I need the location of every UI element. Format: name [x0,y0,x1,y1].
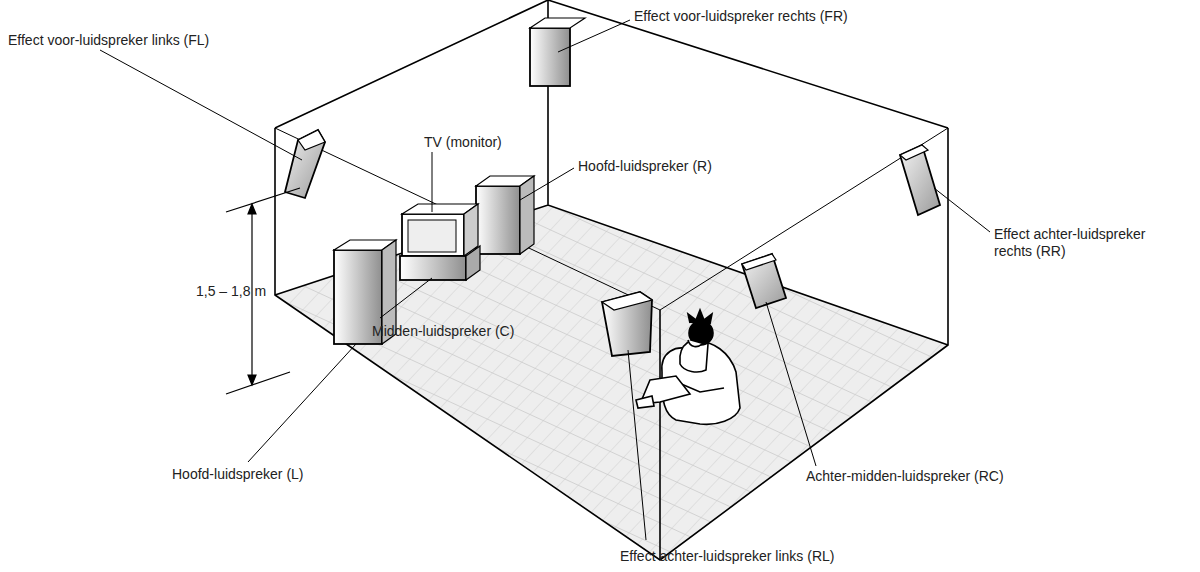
speaker-label: Effect voor-luidspreker links (FL) [8,32,209,49]
speaker-label: Midden-luidspreker (C) [372,323,514,340]
speaker-label: Hoofd-luidspreker (L) [172,466,304,483]
speaker-label: Effect achter-luidspreker rechts (RR) [994,226,1174,260]
listener-in-chair [636,310,740,424]
speaker-label: Effect voor-luidspreker rechts (FR) [634,8,848,25]
dimension-label: 1,5 – 1,8 m [196,283,266,300]
floor [275,205,948,560]
speaker-label: Achter-midden-luidspreker (RC) [806,468,1004,485]
tv-label: TV (monitor) [424,134,502,151]
speakers [285,18,940,356]
speaker-label: Effect achter-luidspreker links (RL) [620,548,834,565]
leader-lines [100,20,990,540]
speaker-label: Hoofd-luidspreker (R) [578,158,712,175]
